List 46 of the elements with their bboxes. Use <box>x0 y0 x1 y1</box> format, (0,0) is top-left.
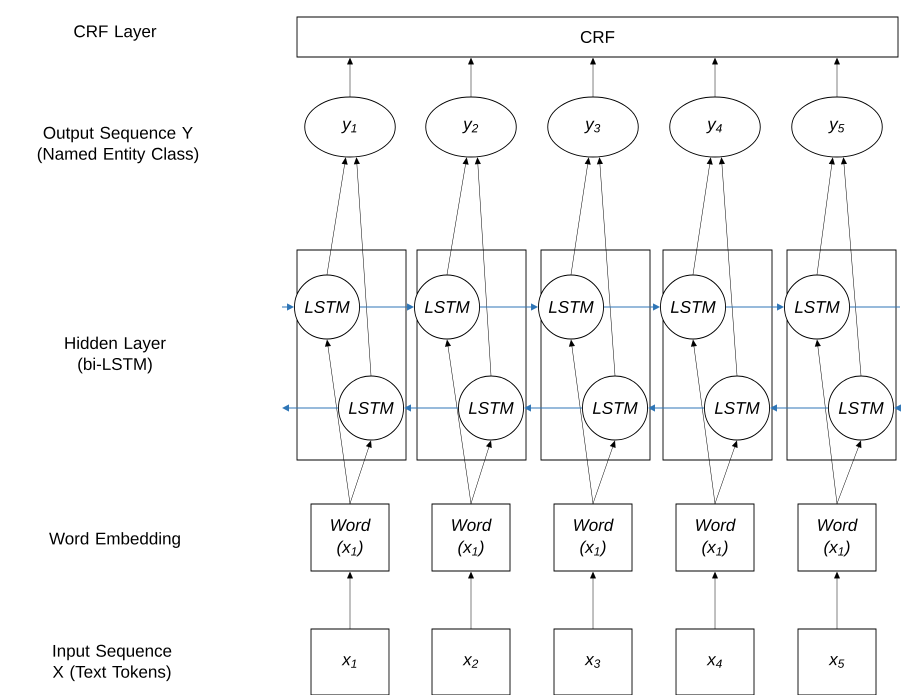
layer-label: Hidden Layer (bi-LSTM) <box>65 336 166 374</box>
arrow <box>468 572 474 629</box>
arrow <box>446 158 469 275</box>
arrow <box>816 158 835 275</box>
arrow <box>841 158 862 376</box>
arrow <box>834 58 840 97</box>
arrow <box>590 58 596 97</box>
arrow <box>470 440 492 504</box>
arrow <box>570 158 591 275</box>
embedding-box: Word (x$_{1}$) <box>554 504 632 572</box>
arrow <box>691 340 716 504</box>
arrow <box>692 158 713 275</box>
embedding-box: Word (x$_{1}$) <box>798 504 876 572</box>
input-box: x$_{2}$ <box>432 628 510 695</box>
arrow <box>347 572 353 629</box>
arrow <box>350 440 372 504</box>
arrow <box>326 158 348 275</box>
input-box: x$_{5}$ <box>798 628 876 695</box>
arrow <box>836 440 862 504</box>
arrow <box>445 340 472 504</box>
crf-box: CRF <box>296 16 898 58</box>
arrow <box>834 572 840 629</box>
arrow <box>468 58 474 97</box>
embedding-box: Word (x$_{1}$) <box>432 504 510 572</box>
embedding-box: Word (x$_{1}$) <box>676 504 754 572</box>
arrow <box>354 158 372 376</box>
arrow <box>596 158 616 376</box>
input-box: x$_{1}$ <box>310 628 390 695</box>
layer-label: Word Embedding <box>49 532 180 548</box>
arrow <box>718 158 738 376</box>
arrow <box>347 58 353 97</box>
arrow <box>474 158 492 376</box>
layer-label: Input Sequence X (Text Tokens) <box>52 644 172 682</box>
arrow <box>712 572 718 629</box>
input-box: x$_{3}$ <box>554 628 632 695</box>
arrow <box>712 58 718 97</box>
arrow <box>814 340 838 504</box>
layer-label: Output Sequence Y (Named Entity Class) <box>38 126 198 164</box>
arrow <box>590 572 596 629</box>
layer-label: CRF Layer <box>74 25 156 41</box>
input-box: x$_{4}$ <box>676 628 754 695</box>
arrow <box>592 440 616 504</box>
arrow <box>569 340 594 504</box>
arrow <box>714 440 738 504</box>
arrow <box>325 340 350 504</box>
embedding-box: Word (x$_{1}$) <box>310 504 390 572</box>
